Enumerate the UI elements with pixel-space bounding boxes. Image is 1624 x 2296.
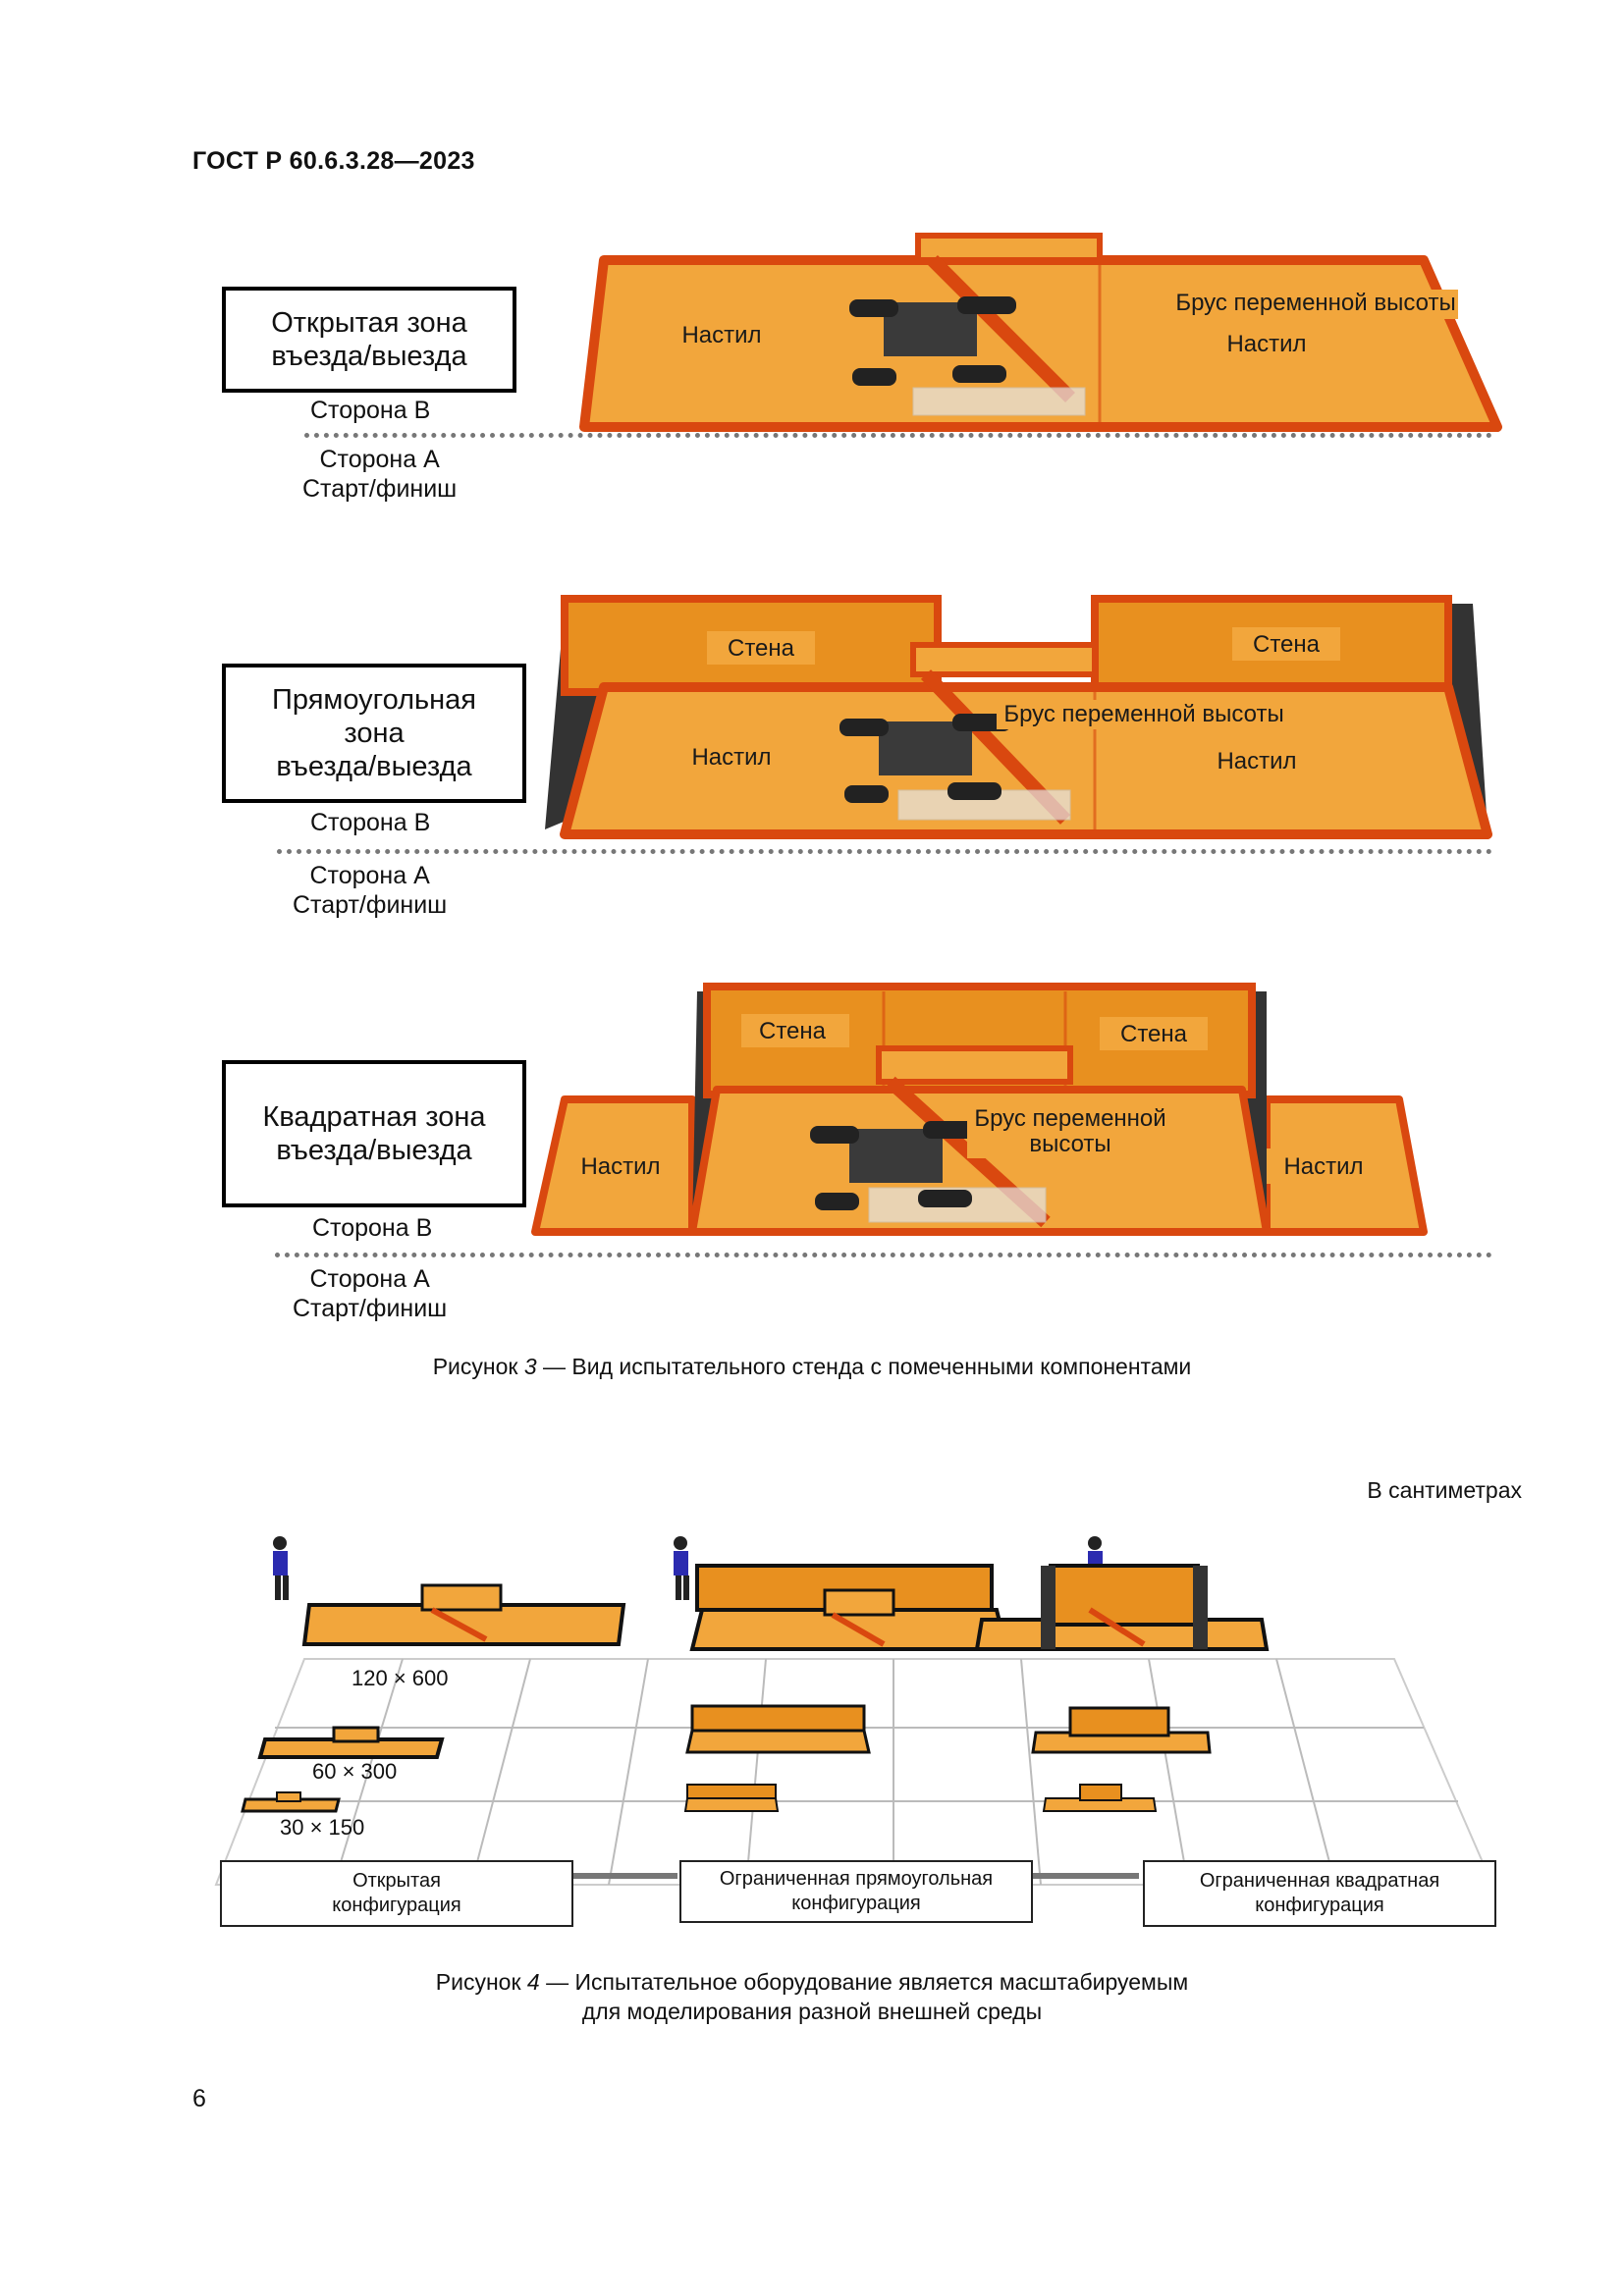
component-label: Брус переменной [974,1105,1165,1132]
open-config-small [241,1791,341,1813]
square-config-medium [1031,1706,1212,1754]
side-a-label: Сторона А Старт/финиш [293,862,448,919]
side-b-label: Сторона B [310,397,431,424]
component-label: Брус переменной высоты [1175,290,1455,316]
component-label: высоты [1029,1131,1110,1157]
zone-label-square: Квадратная зона въезда/выезда [222,1060,526,1207]
square-config-small [1042,1784,1158,1812]
scalability-illustration [214,1536,1494,1886]
zone-label-open: Открытая зона въезда/выезда [222,287,516,393]
component-label: Настил [1283,1153,1363,1180]
zone-label-rectangular: Прямоугольная зона въезда/выезда [222,664,526,803]
person-icon [674,1536,689,1600]
config-label-square: Ограниченная квадратная конфигурация [1143,1860,1496,1927]
component-label: Настил [1226,331,1306,357]
square-zone-illustration: Стена Стена Брус переменной высоты Насти… [531,983,1428,1236]
side-b-label: Сторона B [312,1214,433,1242]
rect-config-small [683,1784,780,1812]
page-number: 6 [192,2085,206,2112]
component-label: Настил [691,744,771,771]
component-label: Стена [1253,631,1321,658]
dimension-label: 60 × 300 [312,1759,398,1784]
config-label-open: Открытая конфигурация [220,1860,573,1927]
config-label-rectangular: Ограниченная прямоугольная конфигурация [679,1860,1033,1923]
divider-line [304,433,1492,438]
open-config-medium [257,1726,445,1759]
component-label: Стена [728,635,795,662]
open-zone-illustration: Настил Брус переменной высоты Настил [579,233,1502,432]
square-config-large [974,1564,1270,1651]
open-config-large [301,1583,626,1646]
rect-config-large [689,1564,1009,1651]
document-header: ГОСТ Р 60.6.3.28—2023 [192,147,475,175]
dimension-label: 120 × 600 [352,1666,449,1690]
units-note: В сантиметрах [1367,1477,1522,1503]
side-a-label: Сторона А Старт/финиш [302,446,458,503]
side-a-label: Сторона А Старт/финиш [293,1265,448,1322]
component-label: Стена [759,1018,827,1044]
component-label: Настил [1217,748,1296,774]
robot-icon [849,296,1016,386]
figure-4-caption: Рисунок 4 — Испытательное оборудование я… [435,1969,1189,2024]
rectangular-zone-illustration: Стена Стена Брус переменной высоты Насти… [545,595,1492,839]
component-label: Настил [681,322,761,348]
component-label: Настил [580,1153,660,1180]
divider-line [277,849,1492,854]
dimension-label: 30 × 150 [280,1815,365,1840]
divider-line [275,1253,1492,1257]
side-b-label: Сторона B [310,809,431,836]
figure-3-caption: Рисунок 3 — Вид испытательного стенда с … [432,1354,1192,1379]
person-icon [273,1536,289,1600]
rect-config-medium [685,1704,871,1754]
component-label: Стена [1120,1021,1188,1047]
component-label: Брус переменной высоты [1003,701,1283,727]
